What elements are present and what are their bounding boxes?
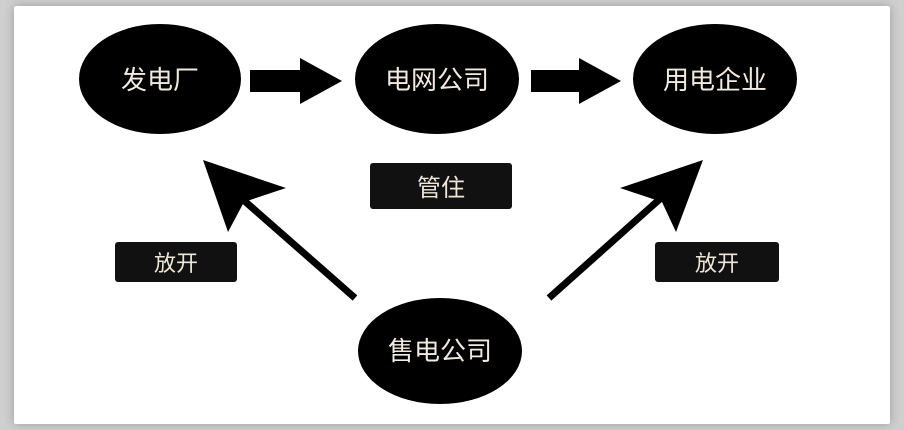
node-power-plant-label: 发电厂: [121, 66, 199, 96]
arrow-retail-to-consumer: [546, 160, 703, 301]
tag-open-left-label: 放开: [154, 252, 198, 277]
node-retail-company-label: 售电公司: [388, 337, 492, 367]
tag-regulate-label: 管住: [417, 174, 465, 202]
arrow-plant-to-grid: [250, 58, 342, 104]
arrow-retail-to-plant: [203, 160, 358, 301]
node-grid-company-label: 电网公司: [385, 66, 489, 96]
node-consumer: 用电企业: [633, 24, 797, 134]
tag-open-right-label: 放开: [695, 252, 739, 277]
node-power-plant: 发电厂: [79, 24, 241, 134]
node-retail-company: 售电公司: [358, 298, 522, 404]
tag-regulate: 管住: [370, 163, 512, 209]
tag-open-left: 放开: [115, 242, 237, 282]
node-grid-company: 电网公司: [355, 24, 519, 134]
arrow-grid-to-consumer: [531, 58, 621, 104]
node-consumer-label: 用电企业: [663, 66, 767, 96]
tag-open-right: 放开: [655, 242, 779, 282]
